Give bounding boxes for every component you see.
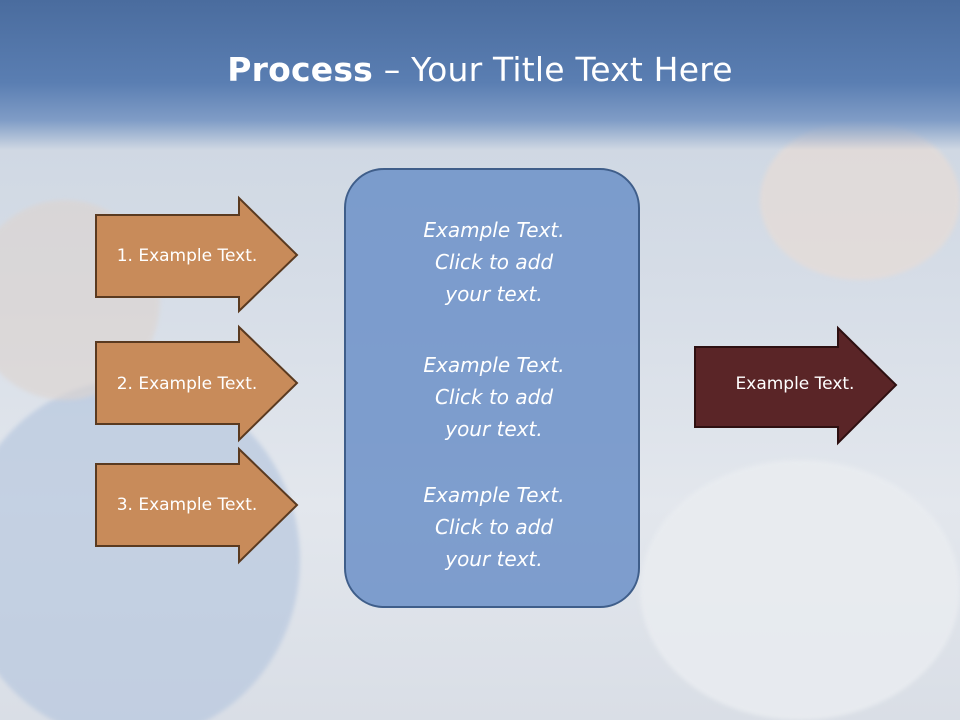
center-text-line: Example Text. [423,353,565,377]
center-text-line: Example Text. [423,483,565,507]
center-text-line: Click to add [434,385,554,409]
input-arrow-1[interactable] [95,195,300,314]
input-arrow-2[interactable] [95,324,300,443]
center-text-block-3: Example Text. Click to add your text. [346,479,642,575]
title-bold-part: Process [227,50,374,89]
center-text-line: Click to add [434,515,554,539]
title-band [0,0,960,150]
center-text-line: your text. [445,282,543,306]
center-text-line: your text. [445,547,543,571]
input-arrow-2-label: 2. Example Text. [116,374,258,394]
input-arrow-1-label: 1. Example Text. [116,246,258,266]
input-arrow-3-label: 3. Example Text. [116,495,258,515]
background-photo-shape [640,460,960,720]
center-text-block-1: Example Text. Click to add your text. [346,214,642,310]
output-arrow-label: Example Text. [735,374,855,394]
center-text-line: your text. [445,417,543,441]
center-text-block-2: Example Text. Click to add your text. [346,349,642,445]
center-text-line: Click to add [434,250,554,274]
title-rest-part: – Your Title Text Here [373,50,733,89]
slide-title[interactable]: Process – Your Title Text Here [0,50,960,89]
center-text-box[interactable]: Example Text. Click to add your text. Ex… [344,168,640,608]
output-arrow[interactable] [694,325,899,446]
input-arrow-3[interactable] [95,446,300,565]
center-text-line: Example Text. [423,218,565,242]
